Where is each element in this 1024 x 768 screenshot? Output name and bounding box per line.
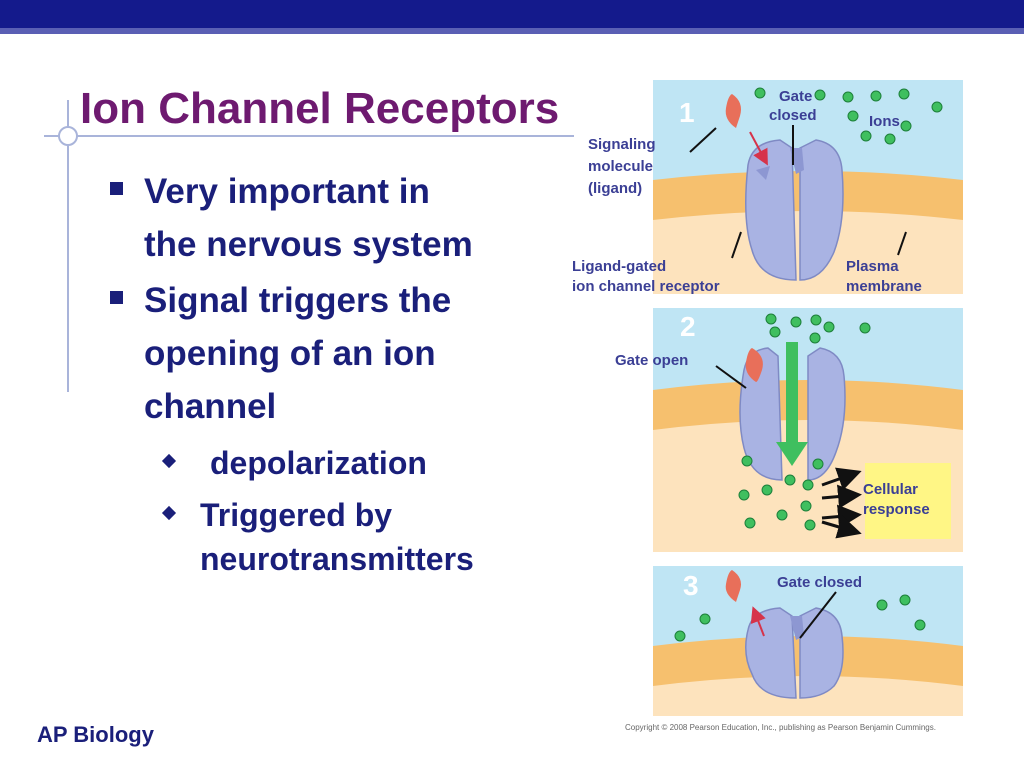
panel-3: 3 Gate closed (653, 566, 963, 716)
leader-line (731, 231, 742, 259)
panel-number: 2 (680, 311, 696, 342)
bullet-text: opening of an ion (144, 334, 436, 373)
bullet-text: the nervous system (144, 225, 473, 264)
channel-receptor (745, 139, 844, 281)
arrow-down-icon (776, 442, 808, 466)
bullet-list: Very important in the nervous system Sig… (106, 165, 556, 581)
sub-bullet-item: depolarization (160, 441, 556, 485)
panel-1: 1 Gate closed Ions Signaling molecule (l… (572, 80, 963, 295)
bullet-item: Very important in the nervous system (106, 165, 556, 271)
cellular-response-box (865, 463, 951, 539)
ion-flow-arrow (786, 342, 798, 442)
ions (738, 313, 871, 531)
response-arrows (821, 467, 862, 539)
decorative-circle (58, 126, 78, 146)
leader-line (897, 231, 907, 256)
ion-channel-figure: 1 Gate closed Ions Signaling molecule (l… (572, 80, 963, 732)
diamond-bullet-icon (161, 505, 177, 521)
receptor-label: ion channel receptor (572, 278, 720, 295)
sub-bullet-text: depolarization (210, 445, 427, 481)
diamond-bullet-icon (161, 453, 177, 469)
ions (754, 87, 943, 145)
leader-line (799, 591, 837, 639)
signaling-molecule-label: (ligand) (588, 180, 642, 197)
ligand-icon (725, 94, 741, 128)
gate-label: closed (769, 107, 817, 124)
arrow-icon (750, 606, 766, 637)
panel-number: 1 (679, 97, 695, 128)
channel-receptor (739, 347, 846, 481)
decorative-horizontal-line (44, 135, 574, 137)
panel-number: 3 (683, 570, 699, 601)
gate-label: Gate open (615, 352, 688, 369)
sub-bullet-text: Triggered by (200, 497, 393, 533)
header-accent-line (0, 28, 1024, 34)
cellular-response-label: response (863, 501, 930, 518)
bullet-text: channel (144, 387, 277, 426)
bullet-text: Signal triggers the (144, 281, 452, 320)
slide-title: Ion Channel Receptors (80, 84, 560, 133)
signaling-molecule-label: molecule (588, 158, 653, 175)
copyright-text: Copyright © 2008 Pearson Education, Inc.… (625, 723, 936, 732)
header-bar (0, 0, 1024, 28)
gate-label: Gate closed (777, 574, 862, 591)
ions-label: Ions (869, 113, 900, 130)
membrane-label: Plasma (846, 258, 899, 275)
sub-bullet-text: neurotransmitters (200, 541, 474, 577)
receptor-label: Ligand-gated (572, 258, 666, 275)
arrow-icon (749, 131, 768, 166)
bullet-item: Signal triggers the opening of an ion ch… (106, 274, 556, 433)
sub-bullet-item: Triggered by neurotransmitters (160, 493, 556, 581)
channel-receptor (745, 607, 844, 699)
leader-line (689, 127, 717, 153)
square-bullet-icon (110, 182, 123, 195)
gate-label: Gate (779, 88, 812, 105)
ligand-icon (745, 348, 763, 382)
leader-line (715, 365, 747, 389)
membrane-label: membrane (846, 278, 922, 295)
ions (674, 594, 926, 642)
cellular-response-label: Cellular (863, 481, 918, 498)
panel-2: 2 Gate open Cellular response (615, 308, 963, 552)
signaling-molecule-label: Signaling (588, 136, 656, 153)
decorative-vertical-line (67, 100, 69, 392)
footer-label: AP Biology (37, 722, 154, 747)
bullet-text: Very important in (144, 172, 430, 211)
ligand-icon (725, 570, 741, 602)
square-bullet-icon (110, 291, 123, 304)
